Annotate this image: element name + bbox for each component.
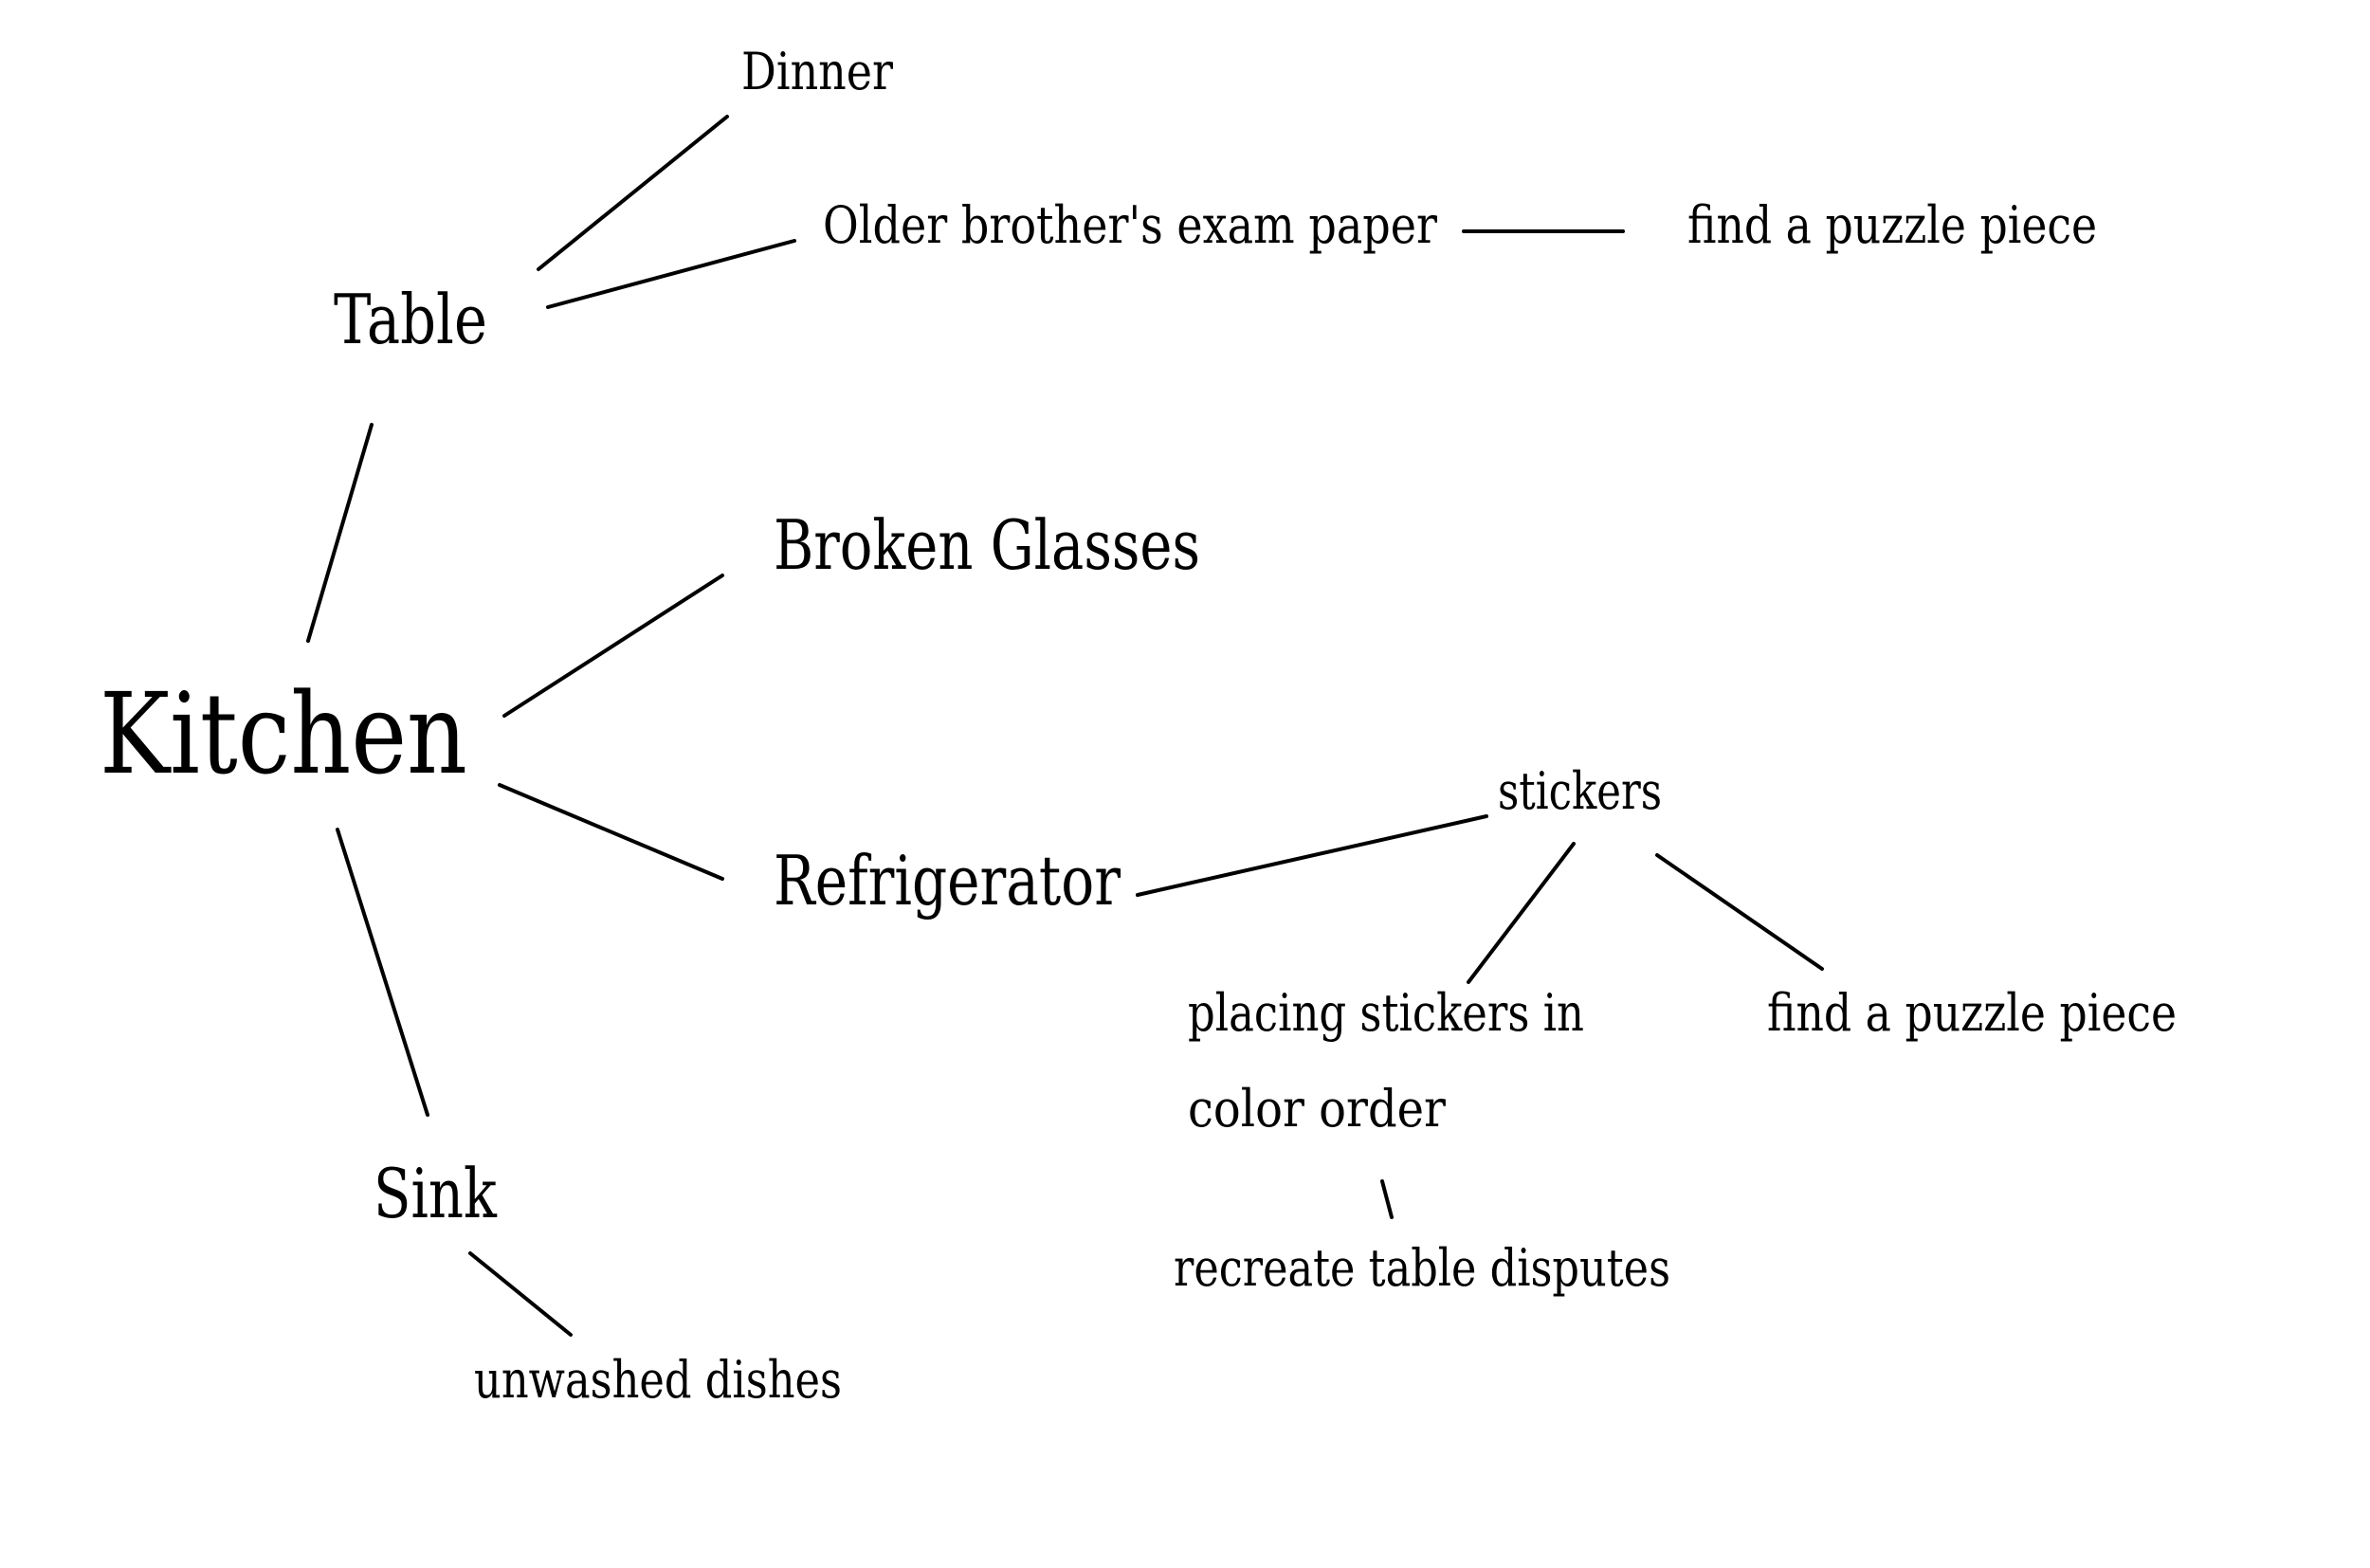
node-refrigerator: Refrigerator [774, 841, 1121, 921]
connector-stickers-placing [1467, 842, 1576, 984]
connector-refrigerator-stickers [1136, 814, 1488, 897]
node-sink: Sink [374, 1154, 498, 1233]
node-stickers: stickers [1498, 761, 1662, 821]
node-stickers-puzzle: find a puzzle piece [1767, 983, 2177, 1043]
connector-placing-recreate [1380, 1179, 1394, 1219]
connector-sink-dishes [468, 1251, 573, 1337]
connector-table-exam-paper [546, 239, 796, 309]
node-kitchen: Kitchen [100, 668, 467, 799]
connector-kitchen-refrigerator [498, 783, 724, 881]
node-exam-paper: Older brother's exam paper [823, 195, 1437, 255]
connector-kitchen-table [306, 423, 374, 643]
node-table: Table [334, 280, 487, 359]
node-exam-paper-puzzle: find a puzzle piece [1687, 195, 2097, 255]
node-placing-stickers-line1: placing stickers in [1188, 983, 1584, 1043]
connector-stickers-puzzle [1655, 853, 1824, 971]
node-recreate-table-disputes: recreate table disputes [1174, 1238, 1670, 1298]
connector-kitchen-broken-glasses [502, 574, 724, 718]
connector-kitchen-sink [336, 828, 429, 1117]
node-dinner: Dinner [741, 42, 893, 101]
node-unwashed-dishes: unwashed dishes [474, 1350, 842, 1410]
node-placing-stickers-line2: color order [1188, 1079, 1446, 1139]
connector-table-dinner [537, 115, 729, 271]
node-broken-glasses: Broken Glasses [774, 505, 1200, 585]
